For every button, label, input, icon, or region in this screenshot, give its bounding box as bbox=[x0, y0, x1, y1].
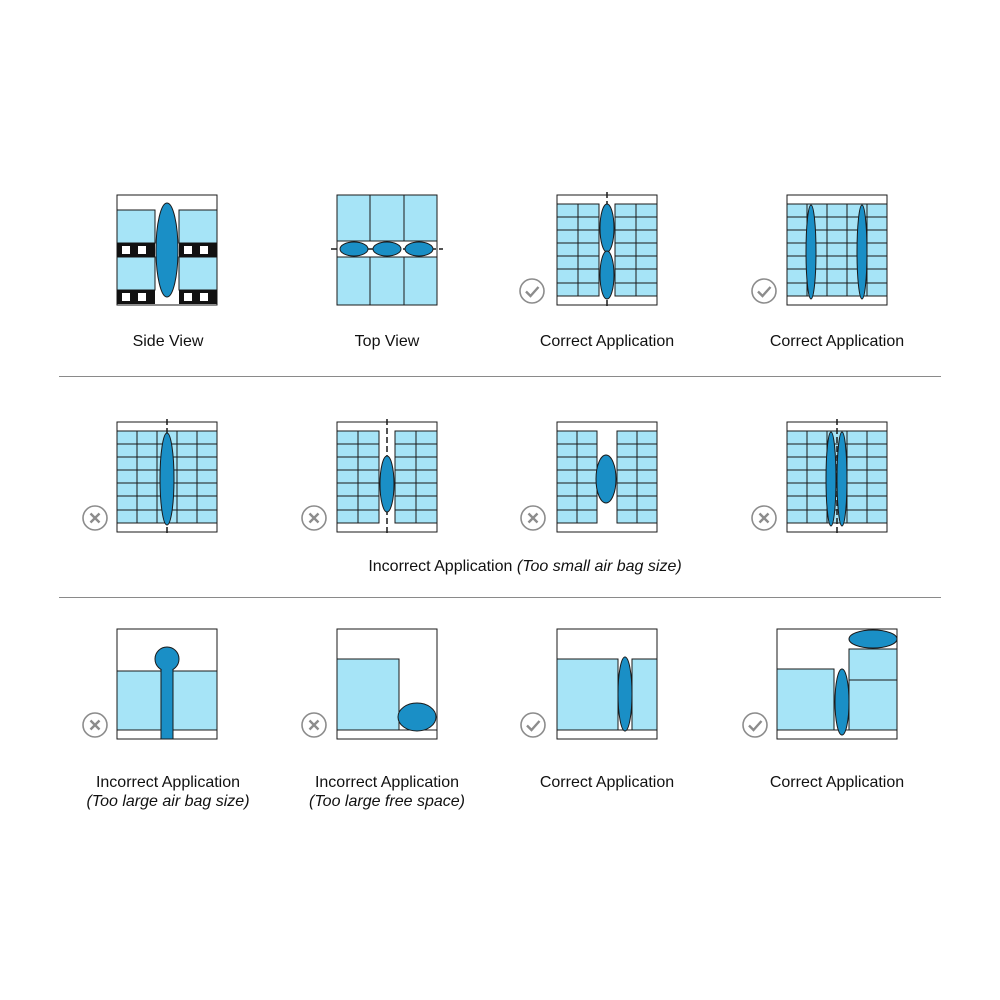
air-bag bbox=[825, 431, 837, 527]
cross-icon bbox=[82, 505, 108, 531]
cross-icon bbox=[301, 712, 327, 738]
label-top-view: Top View bbox=[354, 333, 420, 350]
label-main: Incorrect Application bbox=[314, 774, 460, 791]
label-note: (Too large air bag size) bbox=[86, 793, 250, 810]
check-icon bbox=[519, 278, 545, 304]
row-divider bbox=[59, 376, 941, 377]
check-icon bbox=[742, 712, 768, 738]
check-icon bbox=[520, 712, 546, 738]
check-icon bbox=[751, 278, 777, 304]
correct-application-diagram-2 bbox=[786, 194, 888, 306]
air-bag bbox=[159, 432, 175, 526]
label-incorrect-too-large-space: Incorrect Application (Too large free sp… bbox=[287, 773, 487, 811]
label-correct-application-4: Correct Application bbox=[737, 773, 937, 792]
row2-caption-note: (Too small air bag size) bbox=[516, 558, 682, 575]
air-bag bbox=[397, 702, 437, 732]
label-main: Incorrect Application bbox=[95, 774, 241, 791]
air-bag bbox=[379, 455, 395, 513]
row-divider bbox=[59, 597, 941, 598]
row2-caption: Incorrect Application (Too small air bag… bbox=[300, 557, 750, 576]
air-bag bbox=[599, 203, 615, 253]
air-bag bbox=[834, 668, 850, 736]
incorrect-application-diagram-2 bbox=[336, 419, 438, 535]
air-bag bbox=[848, 629, 898, 649]
air-bag bbox=[805, 204, 817, 300]
label-note: (Too large free space) bbox=[309, 793, 465, 810]
pallet-box bbox=[116, 256, 156, 291]
pallet-box bbox=[116, 209, 156, 244]
cross-icon bbox=[82, 712, 108, 738]
label-main: Correct Application bbox=[539, 774, 675, 791]
pallet-box bbox=[178, 209, 218, 244]
air-bag bbox=[836, 431, 848, 527]
label-incorrect-too-large-bag: Incorrect Application (Too large air bag… bbox=[68, 773, 268, 811]
label-main: Correct Application bbox=[769, 774, 905, 791]
incorrect-application-diagram-1 bbox=[116, 419, 218, 535]
cross-icon bbox=[751, 505, 777, 531]
label-correct-application-1: Correct Application bbox=[539, 333, 675, 350]
too-large-free-space-diagram bbox=[336, 628, 438, 740]
row2-caption-main: Incorrect Application bbox=[368, 558, 513, 575]
label-correct-application-3: Correct Application bbox=[507, 773, 707, 792]
air-bag bbox=[372, 241, 402, 257]
air-bag bbox=[155, 202, 179, 298]
air-bag bbox=[595, 454, 617, 504]
air-bag bbox=[617, 656, 633, 732]
air-bag bbox=[856, 204, 868, 300]
air-bag bbox=[339, 241, 369, 257]
cross-icon bbox=[520, 505, 546, 531]
air-bag bbox=[404, 241, 434, 257]
incorrect-application-diagram-4 bbox=[786, 419, 888, 535]
air-bag bbox=[599, 250, 615, 300]
too-large-air-bag-diagram bbox=[116, 628, 218, 740]
correct-application-diagram-1 bbox=[556, 192, 658, 308]
label-side-view: Side View bbox=[132, 333, 204, 350]
top-view-diagram bbox=[331, 194, 443, 306]
cross-icon bbox=[301, 505, 327, 531]
pallet-box bbox=[178, 256, 218, 291]
incorrect-application-diagram-3 bbox=[556, 421, 658, 533]
correct-application-diagram-4 bbox=[776, 628, 898, 740]
side-view-diagram bbox=[116, 194, 218, 306]
label-correct-application-2: Correct Application bbox=[769, 333, 905, 350]
correct-application-diagram-3 bbox=[556, 628, 658, 740]
